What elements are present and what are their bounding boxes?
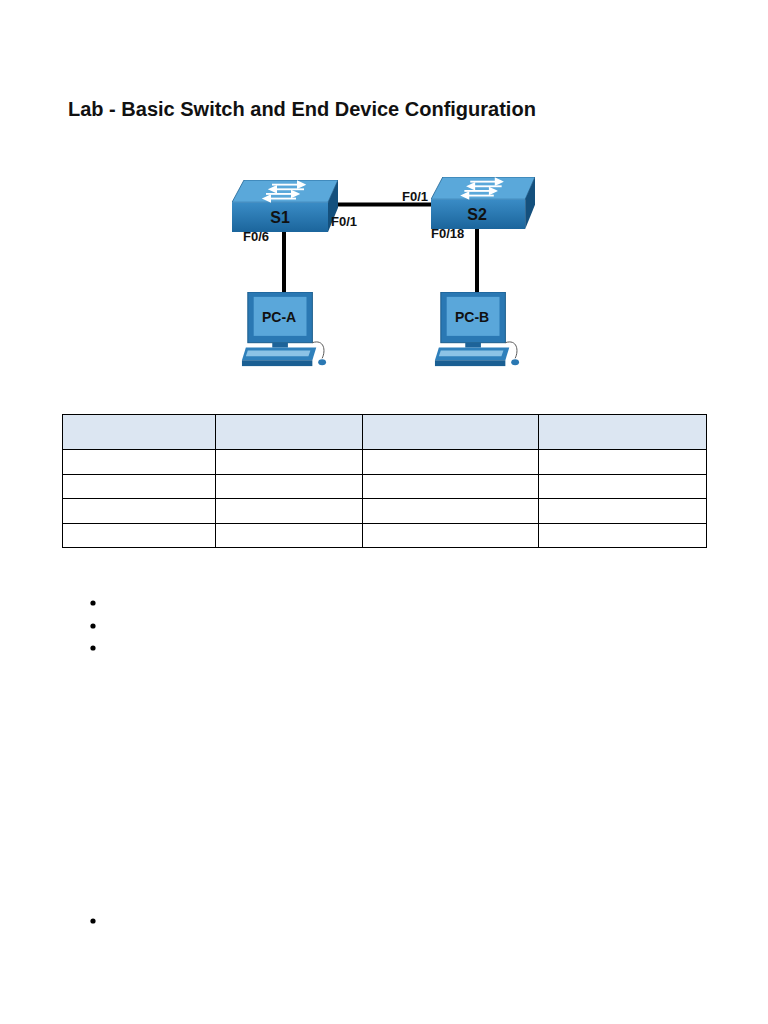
port-label: F0/18 <box>431 226 464 241</box>
node-label: PC-B <box>455 309 489 325</box>
port-label: F0/6 <box>243 229 269 244</box>
node-label-area: PC-A <box>254 297 305 337</box>
diagram-title: Lab - Basic Switch and End Device Config… <box>68 98 536 121</box>
pc-icon <box>433 292 521 370</box>
node-label-area: S2 <box>431 201 523 229</box>
ethernet-link <box>282 232 286 292</box>
switch-node: S1 <box>232 180 338 232</box>
switch-node: S2 <box>431 177 535 229</box>
node-label-area: PC-B <box>447 297 498 337</box>
node-label: S1 <box>270 209 290 227</box>
port-label: F0/1 <box>331 214 357 229</box>
bullet-points <box>90 600 95 923</box>
pc-icon <box>240 292 328 370</box>
node-label-area: S1 <box>232 204 328 232</box>
pc-node: PC-B <box>433 292 521 370</box>
node-label: S2 <box>467 206 487 224</box>
ethernet-link <box>475 229 479 292</box>
node-label: PC-A <box>262 309 296 325</box>
pc-node: PC-A <box>240 292 328 370</box>
table-header <box>62 414 706 449</box>
table-grid <box>62 414 707 548</box>
port-label: F0/1 <box>402 189 428 204</box>
